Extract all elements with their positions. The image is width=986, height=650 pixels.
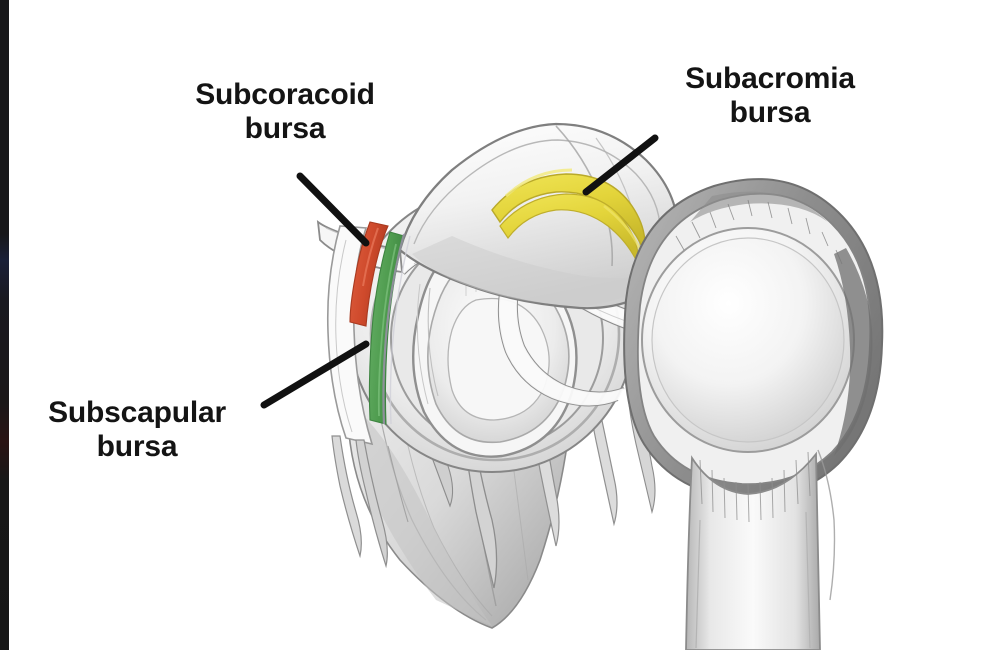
label-subcoracoid-bursa: Subcoracoid bursa [195, 78, 375, 145]
scapular-neck-folds [331, 435, 409, 569]
leader-line-subacromial [582, 134, 659, 196]
label-subacromial-bursa: Subacromia bursa [685, 62, 855, 129]
glenoid-labrum-edge [382, 233, 411, 425]
left-edge-strip [0, 0, 9, 650]
humeral-shaft [685, 449, 836, 650]
leader-lines [260, 134, 659, 409]
humeral-head [623, 178, 884, 500]
subcoracoid-bursa-marker [349, 221, 389, 327]
biceps-tendon [497, 287, 625, 407]
leader-line-subcoracoid [296, 172, 370, 247]
label-subscapular-bursa: Subscapular bursa [48, 396, 226, 463]
leader-line-subscapular [260, 340, 370, 409]
